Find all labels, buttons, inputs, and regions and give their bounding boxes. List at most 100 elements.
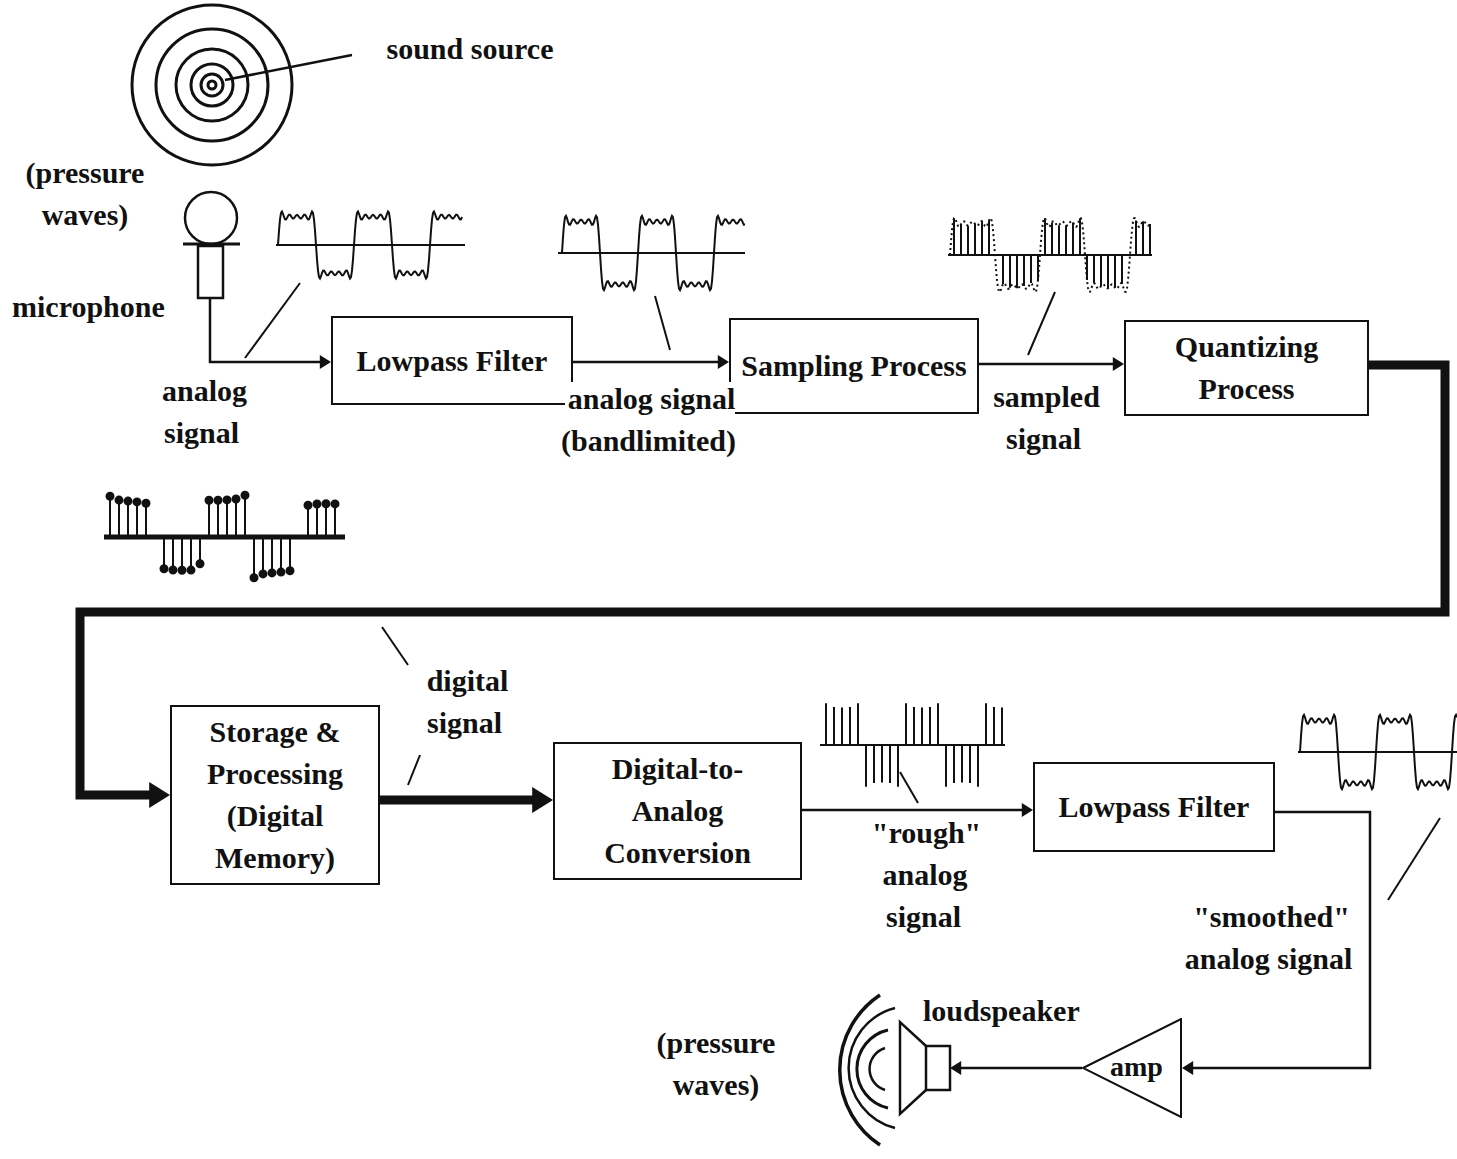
sample-stem [1072,223,1074,256]
sample-stem [181,537,183,570]
sample-stem [913,707,915,745]
signal-label: digital signal [401,660,531,744]
text-label: (pressure waves) [5,152,165,236]
arrowhead [718,355,729,369]
sample-stem [1065,225,1067,255]
sample-stem [985,703,987,745]
arrowhead [1182,1061,1193,1075]
connector-line [380,796,535,805]
node-label: Sampling Process [733,345,974,387]
waveform [1300,715,1457,789]
arrowhead [532,787,553,813]
sound-source [132,5,292,165]
sample-dot [260,570,267,577]
label-patch: analog signal (bandlimited) [561,382,739,457]
sample-dot [269,569,276,576]
sample-dot [314,501,321,508]
sample-dot [251,574,258,581]
connector [979,357,1124,371]
arrowhead [1113,357,1124,371]
sample-dot [107,493,114,500]
sample-dot [233,496,240,503]
sample-stem [325,504,327,537]
sample-stem [1142,221,1144,255]
sample-dot [179,567,186,574]
sample-stem [967,226,969,255]
sample-stem [1016,255,1018,288]
sample-stem [217,500,219,537]
sample-stem [1051,223,1053,256]
sample-stem [873,745,875,783]
sample-dot [224,496,231,503]
sample-stem [253,537,255,578]
node-label: amp [1110,1046,1163,1088]
sample-stem [1107,255,1109,288]
waveforms [104,212,1457,790]
node-label: Lowpass Filter [1051,786,1258,828]
process-box: Sampling Process [729,318,979,414]
connector [950,1061,1082,1075]
node-label: loudspeaker [923,990,1080,1032]
sample-stem [244,495,246,537]
sample-dot [197,560,204,567]
text-label: (pressure waves) [636,1022,796,1106]
sample-stem [1121,255,1123,284]
sample-dot [332,500,339,507]
sample-stem [289,537,291,571]
label-patch: "rough" analog signal [869,816,981,933]
sample-stem [921,707,923,745]
arrowhead [149,782,170,808]
label-patch: "smoothed" analog signal [1185,900,1356,975]
connector [210,298,331,369]
node-label: Digital-to- Analog Conversion [555,748,800,874]
sample-stem [1114,255,1116,288]
sample-stem [1009,255,1011,288]
sample-stem [1100,255,1102,286]
sample-stem [172,537,174,570]
sample-dot [188,567,195,574]
process-box: Lowpass Filter [1033,762,1275,852]
arrowhead [950,1061,961,1075]
sample-stem [953,218,955,255]
sample-stem [136,502,138,537]
sample-stem [981,221,983,255]
loudspeaker: loudspeaker [905,990,1120,1100]
sample-stem [1093,255,1095,283]
sample-stem [974,224,976,255]
sample-dot [323,500,330,507]
connector [802,803,1033,817]
sample-stem [905,703,907,745]
node-label: Storage & Processing (Digital Memory) [172,711,378,879]
label-patch: analog signal [159,374,247,449]
sample-stem [280,537,282,572]
sample-stem [945,745,947,787]
sample-dot [242,492,249,499]
sample-stem [825,703,827,745]
connector-line [210,298,321,362]
microphone-symbol [183,192,240,298]
sample-dot [116,497,123,504]
sample-stem [849,707,851,745]
sample-stem [953,745,955,783]
sample-stem [208,500,210,537]
node-label: microphone [12,286,165,328]
sample-dot [215,497,222,504]
baseline [1298,751,1457,753]
sample-stem [316,504,318,537]
sample-stem [109,496,111,537]
sample-stem [118,500,120,537]
amplifier-shape [1083,1019,1181,1117]
signal-label: analog signal (bandlimited) [535,378,765,462]
sample-dot [134,498,141,505]
sample-stem [190,537,192,570]
connector-line [979,363,1114,366]
sample-stem [307,505,309,537]
sample-stem [993,707,995,745]
connector-line [802,809,1023,812]
sample-stem [262,537,264,574]
sample-stem [1002,255,1004,284]
sample-stem [881,745,883,783]
sample-stem [833,707,835,745]
